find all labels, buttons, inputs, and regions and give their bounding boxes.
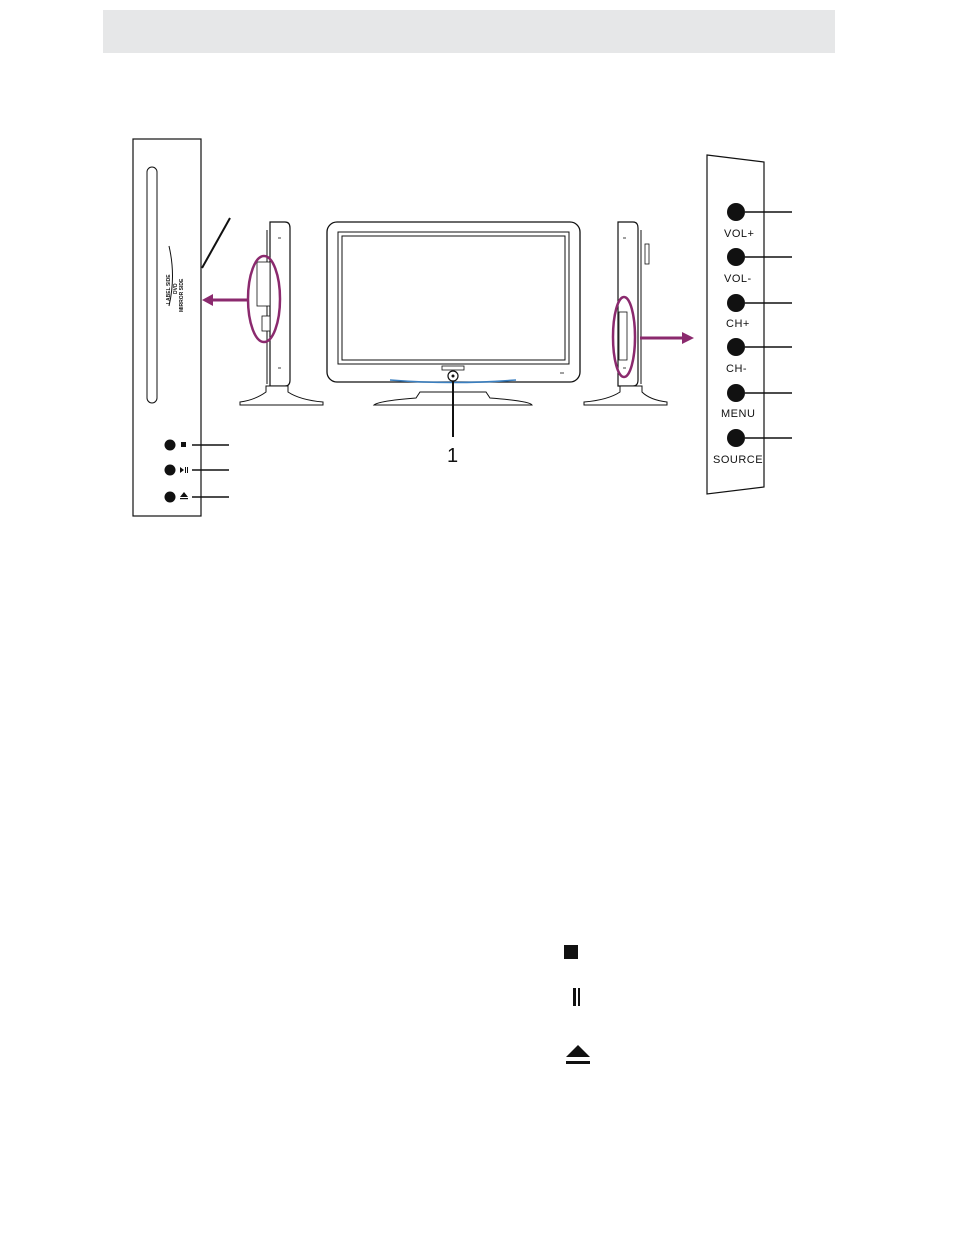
dvd-stop-button[interactable] <box>164 439 230 451</box>
legend-pause-icon <box>573 988 580 1006</box>
legend-stop-icon <box>564 945 578 959</box>
ch-down-label: CH- <box>726 363 747 375</box>
dvd-play-pause-button[interactable] <box>164 464 230 476</box>
menu-label: MENU <box>721 408 755 420</box>
dvd-eject-button[interactable] <box>164 491 230 503</box>
ch-down-button[interactable]: CH- <box>726 338 792 375</box>
side-control-panel: VOL+ VOL- CH+ CH- MENU SOURCE <box>706 154 792 495</box>
ch-up-label: CH+ <box>726 318 750 330</box>
tv-right-side-view <box>583 221 694 406</box>
vol-down-button[interactable]: VOL- <box>724 248 792 285</box>
tv-left-side-view <box>202 221 324 406</box>
vol-down-label: VOL- <box>724 273 752 285</box>
source-label: SOURCE <box>713 454 763 466</box>
source-button[interactable]: SOURCE <box>713 429 792 466</box>
right-highlight-ellipse <box>611 295 637 379</box>
play-pause-icon <box>180 467 188 473</box>
tv-front-view: 1 <box>326 221 581 467</box>
mirror-side-text: MIRROR SIDE <box>179 278 185 312</box>
header-bar <box>103 10 835 53</box>
dvd-side-panel: LABEL SIDE DVD MIRROR SIDE <box>132 138 231 517</box>
dvd-text: DVD <box>173 283 179 294</box>
stop-icon <box>181 442 186 447</box>
ch-up-button[interactable]: CH+ <box>726 294 792 330</box>
tv-controls-diagram: LABEL SIDE DVD MIRROR SIDE <box>132 138 792 517</box>
eject-icon <box>180 492 188 500</box>
vol-up-label: VOL+ <box>724 228 754 240</box>
callout-number-1: 1 <box>447 445 458 467</box>
brand-logo <box>441 365 465 371</box>
label-side-text: LABEL SIDE <box>166 274 172 304</box>
menu-button[interactable]: MENU <box>721 384 792 420</box>
vol-up-button[interactable]: VOL+ <box>724 203 792 240</box>
legend-eject-icon <box>566 1045 590 1064</box>
